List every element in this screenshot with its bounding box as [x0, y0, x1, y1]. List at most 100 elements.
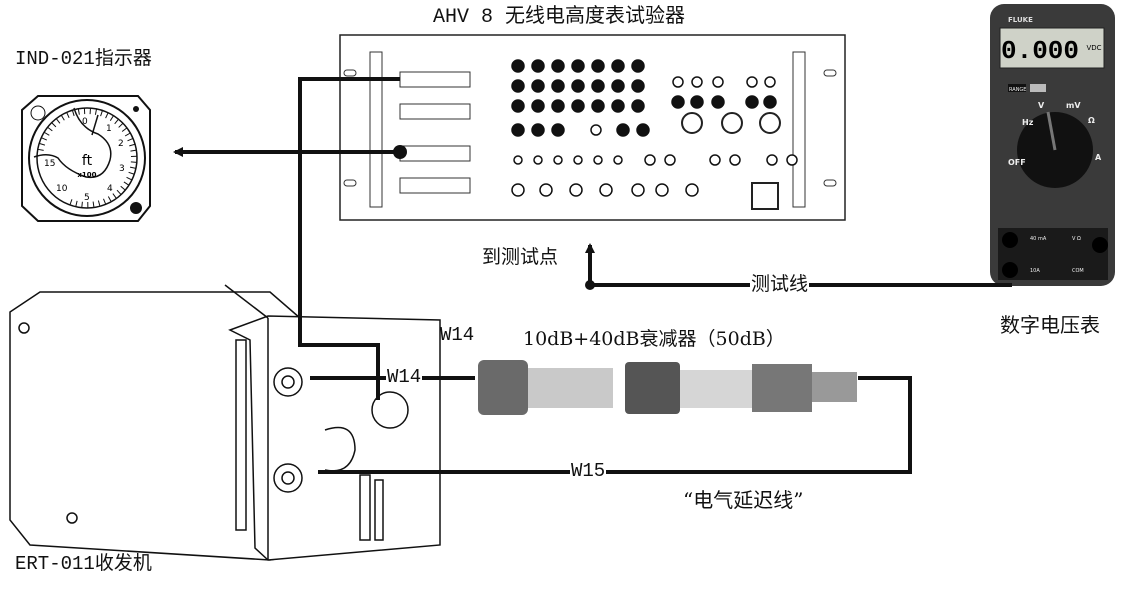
- test-point-label: 到测试点: [482, 246, 559, 268]
- indicator-unit: ft: [82, 153, 93, 169]
- dial-3: 3: [119, 164, 125, 174]
- ert-011-transceiver: [9, 284, 441, 561]
- jack: [712, 76, 724, 88]
- jack: [631, 183, 645, 197]
- dial-tick: [92, 201, 95, 208]
- jack: [591, 59, 605, 73]
- jack: [513, 155, 523, 165]
- jack: [611, 79, 625, 93]
- meter-brand: FLUKE: [1008, 16, 1033, 24]
- dial-1: 1: [106, 124, 112, 134]
- dial-tick: [109, 115, 114, 121]
- ind-021-indicator: ft x100 0 1 2 3 4 5 10 15: [21, 95, 151, 222]
- jack: [511, 183, 525, 197]
- jack: [531, 99, 545, 113]
- jack: [685, 183, 699, 197]
- dial-tick: [130, 161, 137, 163]
- jack: [511, 59, 525, 73]
- fluke-multimeter: 0.000 VDC FLUKE RANGE V mV Ω Hz OFF A 40…: [990, 4, 1115, 286]
- dial-tick: [116, 189, 122, 195]
- jack: [553, 155, 563, 165]
- jack: [664, 154, 676, 166]
- range-button: RANGE: [1009, 87, 1026, 93]
- dial-tick: [114, 118, 119, 125]
- jack: [591, 79, 605, 93]
- indicator-label: IND-021指示器: [15, 48, 152, 70]
- dial-15: 15: [44, 159, 55, 169]
- dial-v: V: [1038, 101, 1045, 110]
- jack: [599, 183, 613, 197]
- jack: [786, 154, 798, 166]
- jack: [533, 155, 543, 165]
- jack: [511, 123, 525, 137]
- dial-off: OFF: [1008, 158, 1026, 167]
- dial-tick: [105, 112, 109, 119]
- jack: [764, 76, 776, 88]
- dial-tick: [123, 181, 130, 186]
- jack: [590, 124, 602, 136]
- jack: [591, 99, 605, 113]
- test-lead-label: 测试线: [750, 273, 810, 295]
- jack: [655, 183, 669, 197]
- dial-tick: [121, 127, 128, 132]
- jack: [511, 79, 525, 93]
- dial-10: 10: [56, 184, 68, 194]
- meter-unit: VDC: [1086, 44, 1101, 52]
- dial-tick: [51, 122, 57, 128]
- dial-tick: [112, 193, 117, 199]
- jack: [711, 95, 725, 109]
- dial-tick: [77, 108, 80, 115]
- jack: [531, 123, 545, 137]
- dial-2: 2: [118, 139, 124, 149]
- jack: [571, 99, 585, 113]
- jack: [763, 95, 777, 109]
- dial-tick: [127, 138, 134, 142]
- w14-label: W14: [440, 324, 475, 346]
- jack: [551, 79, 565, 93]
- dial-tick: [97, 200, 101, 207]
- jack: [631, 99, 645, 113]
- dial-tick: [129, 143, 136, 147]
- dial-a: A: [1095, 153, 1102, 162]
- dial-tick: [107, 196, 112, 202]
- w14-inline-label: W14: [386, 366, 423, 388]
- dial-tick: [69, 199, 73, 206]
- dial-tick: [39, 142, 46, 146]
- dial-tick: [37, 148, 44, 151]
- w15-label: W15: [570, 460, 607, 482]
- dial-mv: mV: [1066, 101, 1081, 110]
- jack: [631, 59, 645, 73]
- dial-tick: [128, 171, 135, 175]
- dial-tick: [81, 201, 83, 208]
- attenuator-label: 10dB+40dB衰减器（50dB）: [523, 328, 785, 350]
- test-point-node: [585, 280, 595, 290]
- attenuator: [478, 360, 857, 415]
- jack: [613, 155, 623, 165]
- jack: [511, 99, 525, 113]
- dial-tick: [120, 185, 126, 191]
- tester-title: AHV 8 无线电高度表试验器: [433, 6, 686, 29]
- banana-jacks: [511, 59, 798, 197]
- meter-reading: 0.000: [1001, 36, 1079, 66]
- voltmeter-label: 数字电压表: [1000, 313, 1100, 337]
- delay-line-label: “电气延迟线”: [683, 488, 804, 512]
- dial-tick: [100, 110, 103, 117]
- jack: [551, 59, 565, 73]
- jack: [729, 154, 741, 166]
- dial-tick: [124, 132, 131, 137]
- jack: [551, 99, 565, 113]
- dial-tick: [118, 122, 124, 128]
- jack: [531, 59, 545, 73]
- dial-tick: [129, 166, 137, 169]
- dial-4: 4: [107, 184, 113, 194]
- db-connectors: [399, 71, 471, 194]
- jack: [636, 123, 650, 137]
- jack: [569, 183, 583, 197]
- jack: [672, 76, 684, 88]
- jack-40ma: 40 mA: [1030, 236, 1047, 242]
- dial-tick: [126, 176, 133, 181]
- jack-v-ohm: V Ω: [1072, 236, 1081, 242]
- jack: [745, 95, 759, 109]
- jack-com: COM: [1072, 268, 1084, 274]
